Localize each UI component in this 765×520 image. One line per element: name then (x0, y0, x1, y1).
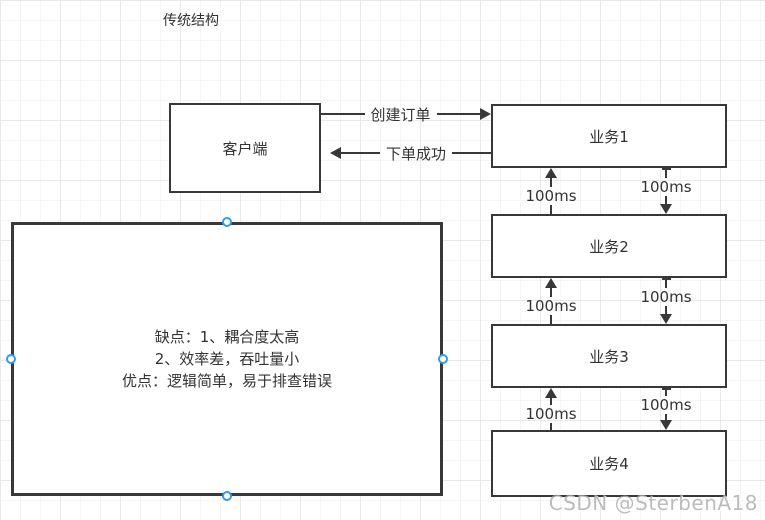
note-line-2: 2、效率差，吞吐量小 (154, 350, 300, 368)
service-node-1[interactable]: 业务1 (491, 104, 727, 168)
create-order-label[interactable]: 创建订单 (370, 105, 431, 124)
service-node-1-label: 业务1 (589, 127, 629, 146)
connector-start-tick (661, 168, 671, 170)
connector-line (665, 196, 667, 204)
order-success-arrow[interactable]: 下单成功 (330, 143, 492, 163)
latency-label[interactable]: 100ms (525, 187, 577, 205)
client-node-label: 客户端 (222, 139, 268, 158)
latency-connector-down-1[interactable]: 100ms (640, 168, 692, 214)
selection-handle-right[interactable] (438, 354, 448, 364)
selection-handle-top[interactable] (222, 217, 232, 227)
connector-line (550, 288, 552, 297)
service-node-3-label: 业务3 (589, 347, 629, 366)
arrowhead-up-icon (545, 388, 557, 398)
connector-line (665, 414, 667, 420)
arrowhead-right-icon (480, 108, 492, 120)
diagram-title[interactable]: 传统结构 (163, 13, 219, 29)
latency-label[interactable]: 100ms (525, 405, 577, 423)
latency-connector-up-3[interactable]: 100ms (525, 388, 577, 430)
connector-line (665, 170, 667, 178)
connector-line (550, 423, 552, 430)
arrowhead-up-icon (545, 278, 557, 288)
connector-line (665, 390, 667, 396)
latency-connector-up-1[interactable]: 100ms (525, 168, 577, 214)
latency-label[interactable]: 100ms (525, 297, 577, 315)
create-order-line-left (321, 113, 365, 115)
connector-line (550, 315, 552, 324)
selection-handle-left[interactable] (6, 354, 16, 364)
note-line-3: 优点：逻辑简单，易于排查错误 (121, 372, 332, 390)
latency-label[interactable]: 100ms (640, 396, 692, 414)
arrowhead-down-icon (660, 420, 672, 430)
selection-handle-bottom[interactable] (222, 491, 232, 501)
service-node-2[interactable]: 业务2 (491, 214, 727, 278)
latency-label[interactable]: 100ms (640, 288, 692, 306)
latency-connector-down-3[interactable]: 100ms (640, 388, 692, 430)
latency-connector-up-2[interactable]: 100ms (525, 278, 577, 324)
connector-line (550, 398, 552, 405)
arrowhead-down-icon (660, 204, 672, 214)
order-success-label[interactable]: 下单成功 (386, 144, 447, 163)
client-node[interactable]: 客户端 (169, 103, 321, 193)
connector-line (665, 306, 667, 314)
create-order-line-right (436, 113, 481, 115)
latency-label[interactable]: 100ms (640, 178, 692, 196)
service-node-3[interactable]: 业务3 (491, 324, 727, 388)
note-node[interactable]: 缺点：1、耦合度太高 2、效率差，吞吐量小 优点：逻辑简单，易于排查错误 (11, 222, 443, 496)
arrowhead-down-icon (660, 314, 672, 324)
create-order-arrow[interactable]: 创建订单 (321, 104, 492, 124)
connector-start-tick (661, 388, 671, 390)
arrowhead-up-icon (545, 168, 557, 178)
order-success-line-left (341, 152, 380, 154)
service-node-4-label: 业务4 (589, 455, 629, 473)
arrowhead-left-icon (330, 147, 341, 159)
connector-line (550, 205, 552, 214)
service-node-2-label: 业务2 (589, 237, 629, 256)
service-node-4[interactable]: 业务4 (491, 430, 727, 497)
connector-line (550, 178, 552, 187)
order-success-line-right (452, 152, 492, 154)
connector-line (665, 280, 667, 288)
watermark: CSDN @SterbenA18 (548, 491, 758, 515)
latency-connector-down-2[interactable]: 100ms (640, 278, 692, 324)
connector-start-tick (661, 278, 671, 280)
note-line-1: 缺点：1、耦合度太高 (154, 328, 300, 346)
